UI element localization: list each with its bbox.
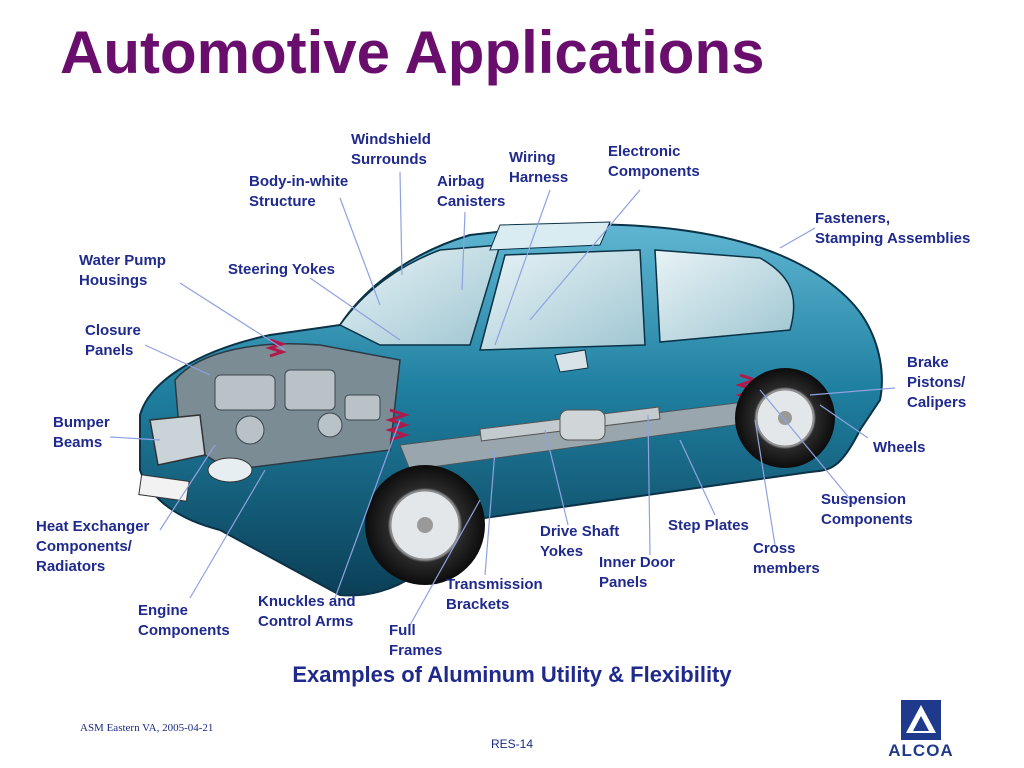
label-step-plates: Step Plates	[668, 517, 749, 534]
label-fasteners: Fasteners, Stamping Assemblies	[815, 210, 971, 247]
label-drive-shaft: Drive Shaft Yokes	[540, 523, 620, 560]
label-full-frames: Full Frames	[389, 622, 443, 659]
sunroof	[489, 221, 611, 251]
label-cross-members: Cross members	[753, 540, 820, 577]
label-brake-pistons: Brake Pistons/ Calipers	[907, 354, 967, 411]
label-bumper-beams: Bumper Beams	[53, 414, 110, 451]
label-inner-door-panels: Inner Door Panels	[599, 554, 675, 591]
label-transmission-brackets: Transmission Brackets	[446, 576, 543, 613]
license-plate	[138, 474, 190, 502]
label-suspension-components: Suspension Components	[821, 491, 913, 528]
label-windshield-surrounds: Windshield Surrounds	[351, 131, 431, 168]
label-knuckles-control-arms: Knuckles and Control Arms	[258, 593, 356, 630]
front-springs	[265, 338, 410, 442]
label-water-pump: Water Pump Housings	[79, 252, 166, 289]
headlight	[207, 457, 253, 483]
footer-event-date: ASM Eastern VA, 2005-04-21	[80, 722, 214, 734]
footer-slide-number: RES-14	[490, 737, 534, 751]
label-electronic-components: Electronic Components	[608, 143, 700, 180]
label-engine-components: Engine Components	[138, 602, 230, 639]
label-heat-exchanger: Heat Exchanger Components/ Radiators	[36, 518, 150, 575]
label-wiring-harness: Wiring Harness	[509, 149, 569, 186]
label-airbag-canisters: Airbag Canisters	[437, 173, 506, 210]
side-mirror	[554, 349, 589, 373]
leader-lines	[109, 171, 896, 626]
front-grille	[149, 414, 206, 466]
label-wheels: Wheels	[873, 439, 926, 456]
front-wheel	[365, 465, 485, 585]
logo-wordmark: ALCOA	[888, 741, 954, 760]
engine-detail	[214, 369, 381, 445]
label-steering-yokes: Steering Yokes	[228, 261, 335, 278]
label-closure-panels: Closure Panels	[85, 322, 141, 359]
label-body-in-white: Body-in-white Structure	[249, 173, 349, 210]
alcoa-logo-icon	[901, 700, 941, 740]
muffler	[559, 409, 606, 441]
side-window-front	[479, 249, 646, 351]
rear-wheel	[735, 368, 835, 468]
side-window-rear	[654, 249, 795, 343]
slide-caption: Examples of Aluminum Utility & Flexibili…	[292, 662, 732, 687]
page-title: Automotive Applications	[60, 19, 765, 86]
